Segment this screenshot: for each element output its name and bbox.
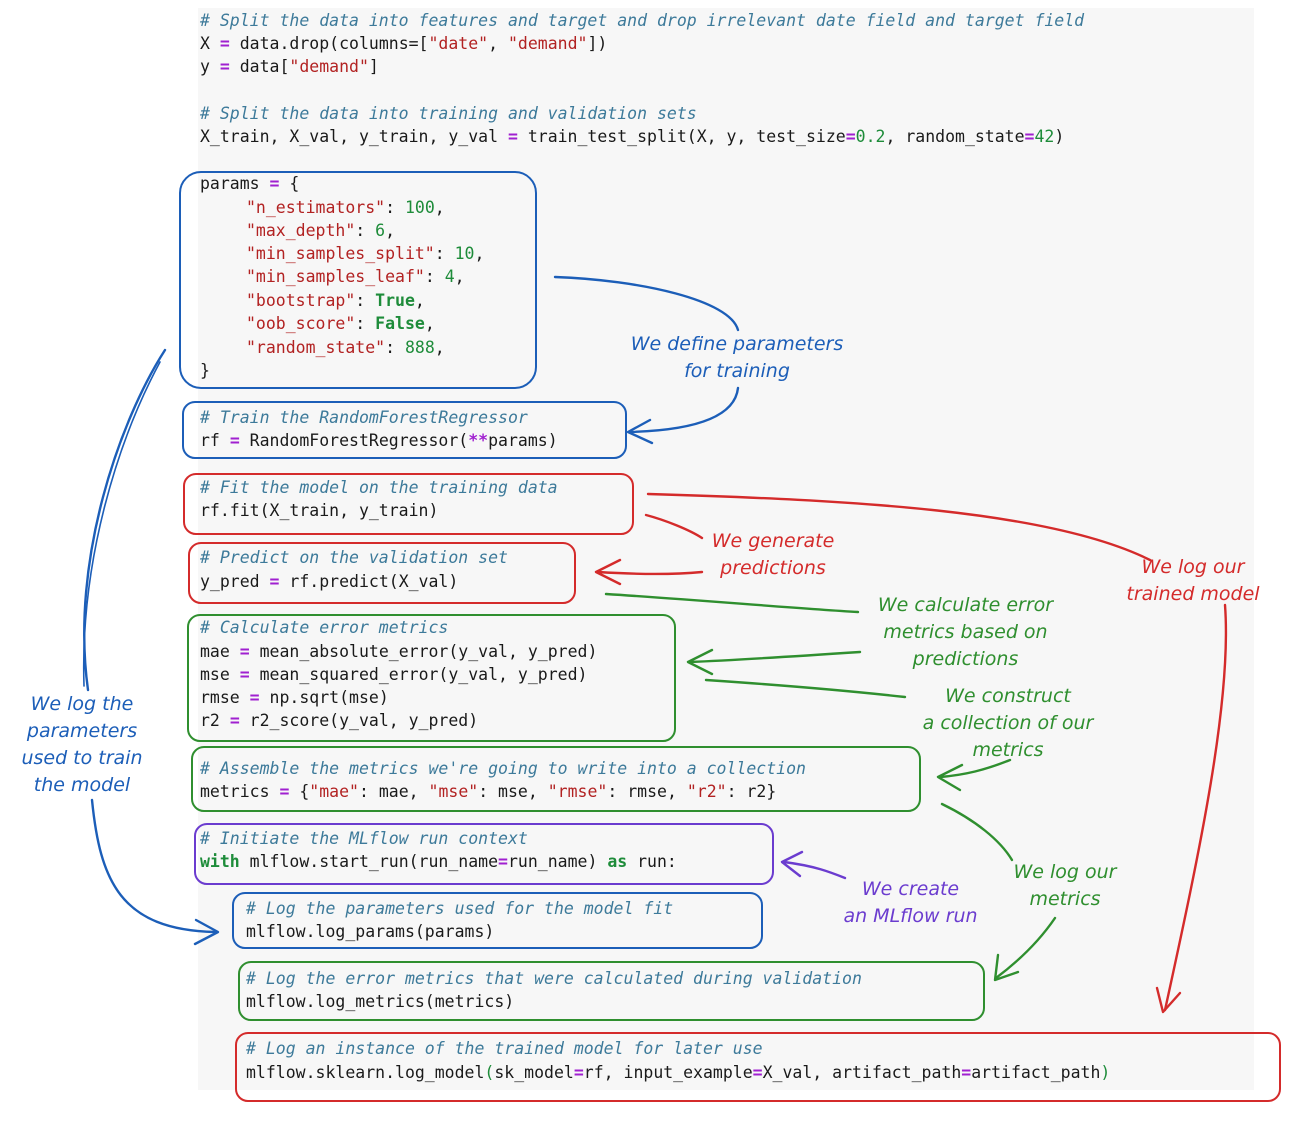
calc-metrics-arrow [688,650,862,664]
create-run-arrow [782,860,847,880]
log-params-box [232,892,763,949]
code-line-assemble-comment: # Assemble the metrics we're going to wr… [200,759,806,778]
annotation-log-model: We log our trained model [1126,556,1260,605]
create-run-arrowhead [780,850,804,878]
define-params-arrow [553,275,740,434]
assemble-metrics-box [191,746,921,812]
code-line-r2: r2 = r2_score(y_val, y_pred) [200,711,479,730]
code-line-y-target: y = data["demand"] [200,57,379,76]
log-metrics-line [940,802,1014,862]
construct-collection-arrow [938,758,1012,779]
log-model-arrowhead [1155,986,1182,1014]
annotation-construct-collection: We construct a collection of our metrics [922,685,1094,761]
annotation-log-params: We log the parameters used to train the … [21,693,143,796]
log-metrics-arrow [994,916,1057,980]
calc-metrics-line [604,592,860,614]
annotation-generate-predictions: We generate predictions [711,530,835,579]
annotation-calc-metrics: We calculate error metrics based on pred… [877,594,1054,670]
code-line-mse: mse = mean_squared_error(y_val, y_pred) [200,665,588,684]
code-line-log-model-comment: # Log an instance of the trained model f… [246,1039,763,1058]
code-line-start-run: with mlflow.start_run(run_name=run_name)… [200,852,677,871]
generate-predictions-arrowhead [594,558,622,586]
calc-metrics-arrowhead [686,648,714,676]
calc-metrics-box [187,614,676,742]
annotation-log-metrics: We log our metrics [1013,861,1117,910]
code-line-param-oob-score: "oob_score": False, [246,314,435,333]
code-line-run-comment: # Initiate the MLflow run context [200,829,528,848]
log-params-arrowhead [193,918,220,946]
code-line-log-metrics: mlflow.log_metrics(metrics) [246,992,515,1011]
code-line-param-n-estimators: "n_estimators": 100, [246,198,445,217]
code-line-predict: y_pred = rf.predict(X_val) [200,572,459,591]
code-line-split-comment: # Split the data into features and targe… [200,11,1085,30]
log-model-box [235,1032,1281,1102]
params-box [179,171,537,389]
annotation-define-params: We define parameters for training [630,333,844,382]
log-params-arrow [83,348,217,934]
code-line-param-random-state: "random_state": 888, [246,338,445,357]
code-line-param-bootstrap: "bootstrap": True, [246,291,425,310]
code-line-train-test-split: X_train, X_val, y_train, y_val = train_t… [200,127,1065,146]
code-background [198,8,1254,1090]
code-line-param-max-depth: "max_depth": 6, [246,221,396,240]
code-line-log-metrics-comment: # Log the error metrics that were calcul… [246,969,862,988]
log-model-arrow [646,492,1228,1012]
annotation-create-run: We create an MLflow run [843,878,978,927]
code-line-log-params: mlflow.log_params(params) [246,922,495,941]
code-line-predict-comment: # Predict on the validation set [200,548,508,567]
log-metrics-box [238,961,985,1021]
code-line-metrics-comment: # Calculate error metrics [200,618,449,637]
code-line-params-open: params = { [200,174,300,193]
code-line-rmse: rmse = np.sqrt(mse) [200,688,389,707]
code-line-log-params-comment: # Log the parameters used for the model … [246,899,674,918]
code-line-params-close: } [200,361,210,380]
fit-box [183,473,634,535]
predict-box [188,542,576,604]
code-line-metrics-dict: metrics = {"mae": mae, "mse": mse, "rmse… [200,782,777,801]
code-line-rf-init: rf = RandomForestRegressor(**params) [200,431,558,450]
code-line-train-comment: # Train the RandomForestRegressor [200,408,528,427]
code-line-param-min-samples-leaf: "min_samples_leaf": 4, [246,267,465,286]
construct-collection-arrowhead [936,763,964,792]
code-line-fit-comment: # Fit the model on the training data [200,478,558,497]
code-line-x-drop: X = data.drop(columns=["date", "demand"]… [200,34,608,53]
code-line-log-model: mlflow.sklearn.log_model(sk_model=rf, in… [246,1063,1111,1082]
define-params-arrowhead [626,418,654,445]
code-line-mae: mae = mean_absolute_error(y_val, y_pred) [200,642,598,661]
construct-collection-line [704,678,907,699]
code-line-train-val-comment: # Split the data into training and valid… [200,104,697,123]
generate-predictions-arrow [596,513,704,576]
train-box [182,401,627,459]
log-metrics-arrowhead [993,953,1020,982]
start-run-box [194,823,774,885]
code-line-param-min-samples-split: "min_samples_split": 10, [246,244,485,263]
code-line-fit: rf.fit(X_train, y_train) [200,501,439,520]
